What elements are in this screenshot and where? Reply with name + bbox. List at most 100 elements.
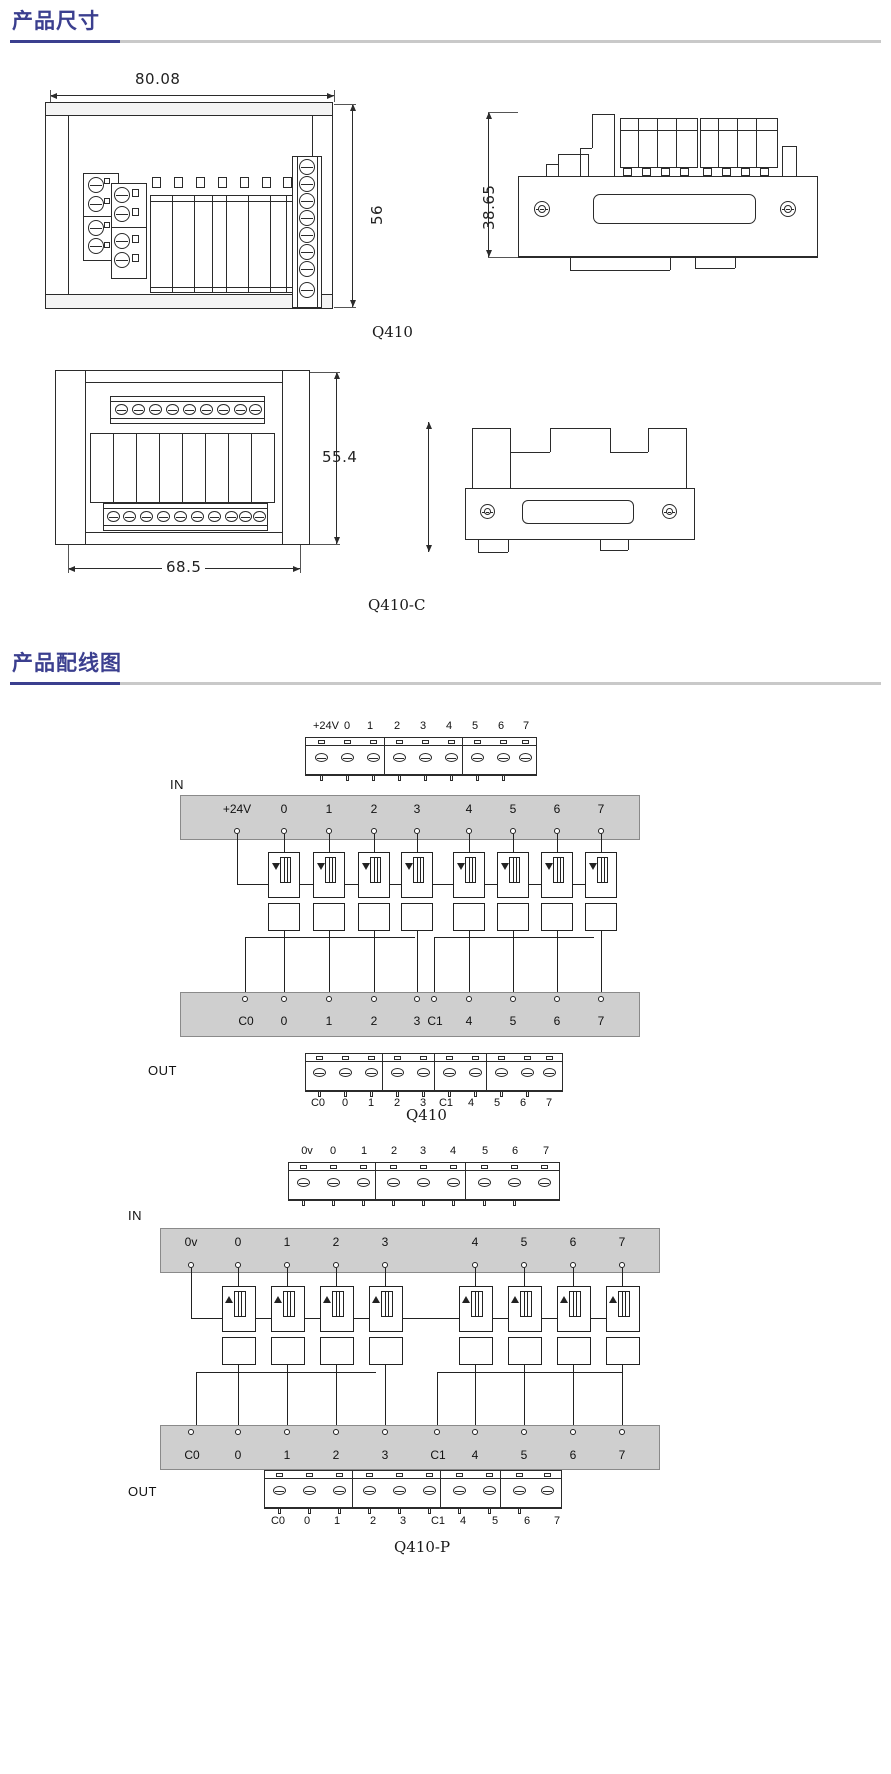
coil-winding bbox=[332, 857, 333, 883]
connector-screw bbox=[483, 1486, 496, 1495]
out-terminal-dot bbox=[242, 996, 248, 1002]
wire bbox=[475, 1365, 476, 1428]
out-terminal-dot bbox=[554, 996, 560, 1002]
wire bbox=[417, 834, 418, 855]
connector-tab bbox=[344, 740, 351, 744]
bottom-terminal-label: 1 bbox=[367, 1097, 375, 1109]
q410-side-terminal-block-a bbox=[620, 118, 698, 168]
connector-screw bbox=[297, 1178, 310, 1187]
foot-line bbox=[735, 257, 736, 268]
edge-line bbox=[85, 370, 86, 545]
connector-tab bbox=[511, 1165, 518, 1169]
profile-line bbox=[648, 428, 649, 452]
connector-tab bbox=[524, 1056, 531, 1060]
wire bbox=[557, 931, 558, 995]
connector-divider bbox=[434, 1053, 435, 1091]
connector-tab bbox=[370, 740, 377, 744]
out-rail-label: 6 bbox=[569, 1448, 577, 1462]
out-terminal-dot bbox=[521, 1429, 527, 1435]
connector-screw bbox=[543, 1068, 556, 1077]
out-rail-label: 4 bbox=[465, 1014, 473, 1028]
tab bbox=[132, 189, 139, 197]
q410-side-height-dimension-line bbox=[485, 112, 492, 257]
wire bbox=[417, 931, 418, 995]
diode bbox=[225, 1296, 233, 1303]
in-terminal-dot bbox=[521, 1262, 527, 1268]
wire bbox=[622, 1365, 623, 1428]
out-rail-label: C1 bbox=[430, 1448, 446, 1462]
coil-winding bbox=[241, 1291, 242, 1317]
wire bbox=[237, 834, 238, 884]
out-rail-label: 5 bbox=[520, 1448, 528, 1462]
connector-screw bbox=[478, 1178, 491, 1187]
pin bbox=[741, 168, 750, 176]
relay-coil bbox=[569, 1291, 581, 1317]
relay-coil bbox=[465, 857, 476, 883]
relay-divider bbox=[228, 433, 229, 503]
connector-divider bbox=[440, 1470, 441, 1508]
in-terminal-dot bbox=[326, 828, 332, 834]
tab bbox=[104, 242, 110, 248]
q410-width-dimension-text: 80.08 bbox=[135, 70, 181, 88]
relay-divider bbox=[172, 195, 173, 293]
edge-line bbox=[68, 116, 69, 294]
foot-line bbox=[695, 257, 696, 268]
pin bbox=[760, 168, 769, 176]
in-rail-label: 6 bbox=[553, 802, 561, 816]
wiring-q410-part-label: Q410 bbox=[406, 1106, 447, 1124]
profile-line bbox=[686, 428, 687, 490]
bottom-terminal-label: 5 bbox=[493, 1097, 501, 1109]
coil-winding bbox=[388, 1291, 389, 1317]
connector-pin bbox=[392, 1200, 395, 1206]
in-rail-label: 6 bbox=[569, 1235, 577, 1249]
wire bbox=[329, 834, 330, 855]
connector-screw bbox=[419, 753, 432, 762]
screw-terminal bbox=[299, 193, 315, 209]
screw-terminal bbox=[183, 404, 196, 415]
connector-tab bbox=[276, 1473, 283, 1477]
connector-pin bbox=[344, 1091, 347, 1097]
in-rail bbox=[160, 1228, 660, 1273]
connector-top-edge bbox=[265, 1471, 561, 1479]
in-terminal-dot bbox=[371, 828, 377, 834]
top-terminal-label: 6 bbox=[511, 1145, 519, 1157]
connector-screw bbox=[497, 753, 510, 762]
coil-winding bbox=[475, 1291, 476, 1317]
relay-divider bbox=[251, 433, 252, 503]
diode bbox=[317, 863, 325, 870]
foot-line bbox=[600, 550, 628, 551]
wire bbox=[374, 834, 375, 855]
connector-tab bbox=[316, 1056, 323, 1060]
q410c-height-dimension-line bbox=[333, 372, 340, 544]
diode bbox=[372, 1296, 380, 1303]
connector-tab bbox=[500, 740, 507, 744]
in-terminal-dot bbox=[510, 828, 516, 834]
top-terminal-label: 1 bbox=[366, 720, 374, 732]
connector-tab bbox=[474, 740, 481, 744]
wire bbox=[336, 1268, 337, 1289]
bottom-terminal-label: C1 bbox=[438, 1097, 454, 1109]
top-terminal-label: 5 bbox=[471, 720, 479, 732]
top-terminal-label: 7 bbox=[522, 720, 530, 732]
connector-tab bbox=[396, 740, 403, 744]
coil-winding bbox=[573, 1291, 574, 1317]
bottom-terminal-label: 7 bbox=[553, 1515, 561, 1527]
bottom-terminal-label: 4 bbox=[459, 1515, 467, 1527]
top-terminal-label: 5 bbox=[481, 1145, 489, 1157]
connector-pin bbox=[502, 775, 505, 781]
screw-terminal bbox=[114, 252, 130, 268]
section-rule bbox=[10, 40, 881, 43]
q410-front-view-drawing: 80.08 bbox=[0, 70, 400, 330]
in-rail-label: 2 bbox=[332, 1235, 340, 1249]
profile-line bbox=[472, 428, 473, 490]
in-terminal-dot bbox=[281, 828, 287, 834]
q410-side-terminal-block-b bbox=[700, 118, 778, 168]
q410-part-label: Q410 bbox=[372, 323, 413, 341]
ext-line bbox=[310, 544, 340, 545]
screw-terminal bbox=[140, 511, 153, 522]
pin bbox=[722, 168, 731, 176]
connector-tab bbox=[336, 1473, 343, 1477]
screw-terminal bbox=[88, 238, 104, 254]
profile-line bbox=[782, 146, 796, 147]
in-rail-label: 3 bbox=[413, 802, 421, 816]
